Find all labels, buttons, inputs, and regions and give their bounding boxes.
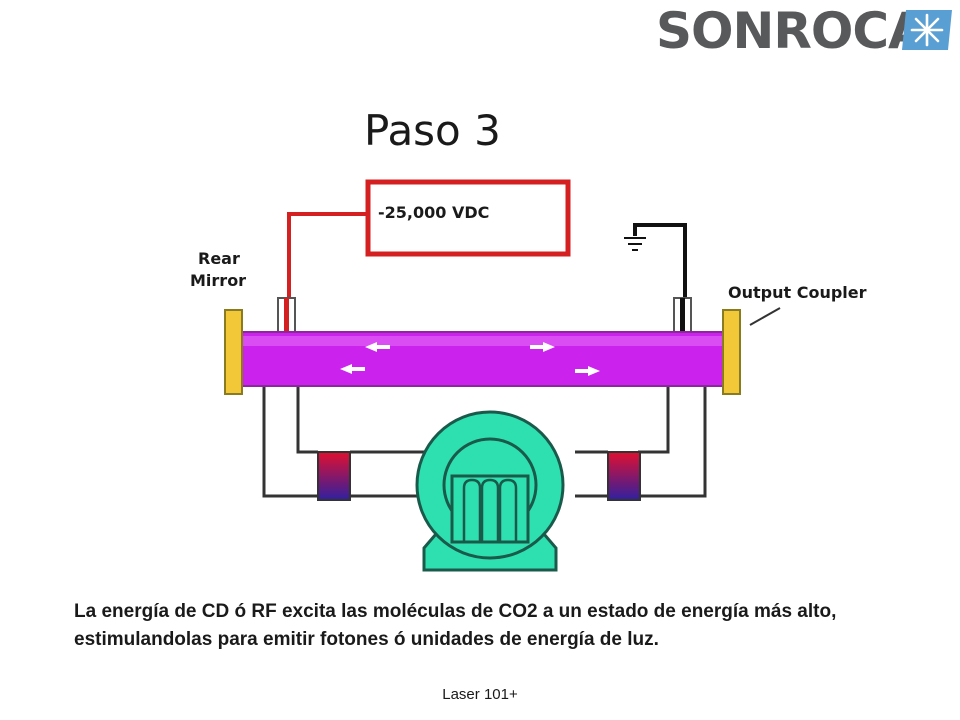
rear-mirror [224, 309, 243, 395]
brand-name: SONROCA [656, 2, 927, 60]
output-coupler-label: Output Coupler [728, 283, 867, 302]
electrode-posts [277, 297, 692, 333]
output-coupler [722, 309, 741, 395]
voltage-label: -25,000 VDC [378, 203, 489, 222]
right-heat-exchanger [607, 451, 641, 501]
laser-tube [239, 331, 729, 387]
rear-mirror-label-line2: Mirror [190, 271, 246, 290]
output-coupler-pointer [749, 307, 781, 326]
left-heat-exchanger [317, 451, 351, 501]
brand-logo: SONROCA [650, 0, 960, 62]
slide-footer: Laser 101+ [442, 686, 518, 703]
photon-arrows [340, 342, 600, 376]
blower-fan [415, 410, 565, 572]
gas-circulation-circuit [262, 386, 707, 498]
slide-title: Paso 3 [364, 106, 501, 155]
slide-caption: La energía de CD ó RF excita las molécul… [74, 601, 837, 650]
snowflake-icon [902, 10, 952, 50]
high-voltage-supply: -25,000 VDC [287, 179, 571, 302]
co2-laser-diagram: -25,000 VDC [190, 179, 867, 572]
ground-connection [624, 223, 687, 304]
rear-mirror-label-line1: Rear [198, 249, 240, 268]
ground-symbol-icon [624, 237, 646, 251]
